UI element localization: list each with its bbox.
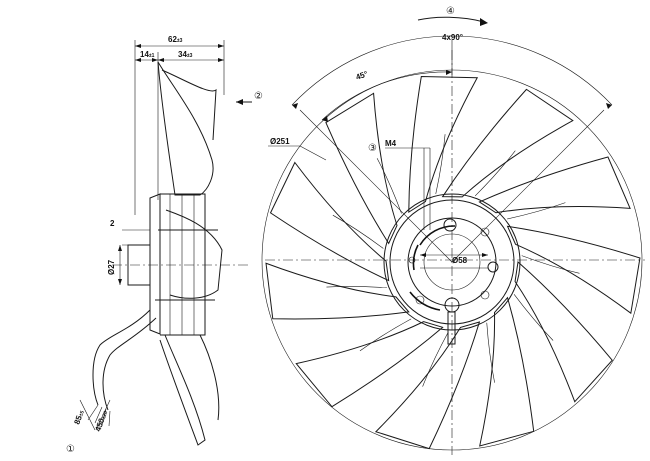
blade-rib bbox=[326, 286, 387, 289]
blade-rib bbox=[486, 322, 495, 383]
fan-blade bbox=[265, 262, 410, 320]
dim-shaft-dia: Ø27 bbox=[107, 259, 116, 275]
fan-blade bbox=[479, 296, 535, 447]
blade-rib bbox=[359, 318, 412, 352]
blade-rib bbox=[422, 331, 449, 387]
front-view bbox=[261, 16, 645, 455]
fan-blade bbox=[506, 225, 641, 315]
blade-rib bbox=[474, 150, 516, 197]
fan-blade bbox=[374, 321, 481, 450]
fan-blade bbox=[408, 76, 479, 214]
blade-rib bbox=[521, 255, 580, 274]
dim-cable-short: 85±5 bbox=[72, 409, 85, 426]
blade-rib bbox=[435, 134, 446, 194]
fan-blade bbox=[478, 156, 631, 214]
front-view-labels: ④ 4x90° 45° Ø251 ③ M4 Ø58 bbox=[270, 6, 468, 265]
dim-thread: M4 bbox=[385, 139, 397, 148]
blade-rib bbox=[513, 294, 554, 341]
dim-depth-total: 62±3 bbox=[168, 35, 183, 44]
dim-fan-dia: Ø251 bbox=[270, 137, 290, 146]
callout-rotation: ④ bbox=[446, 6, 455, 17]
fan-blade bbox=[325, 92, 398, 245]
dim-angle-small: 45° bbox=[355, 69, 369, 82]
blade-rib bbox=[332, 214, 384, 249]
side-view-labels: 62±3 14±1 34±3 2 Ø27 85±5 450±20 ① ② bbox=[66, 35, 263, 455]
fan-blades bbox=[265, 76, 641, 450]
callout-airflow: ② bbox=[254, 91, 263, 102]
fan-blade bbox=[514, 261, 613, 403]
fan-blade bbox=[441, 88, 574, 198]
dim-hub-dia: Ø58 bbox=[452, 256, 468, 265]
dim-depth-blade: 34±3 bbox=[178, 50, 193, 59]
dim-depth-hub: 14±1 bbox=[140, 50, 155, 59]
dim-gap: 2 bbox=[110, 219, 115, 228]
callout-cable: ① bbox=[66, 444, 75, 455]
fan-blade bbox=[295, 321, 444, 408]
callout-mount: ③ bbox=[368, 143, 377, 154]
side-view bbox=[79, 40, 248, 446]
blade-rib bbox=[376, 158, 402, 214]
fan-blade bbox=[269, 161, 390, 282]
dim-angle-big: 4x90° bbox=[442, 33, 463, 42]
dim-cable-long: 450±20 bbox=[93, 409, 109, 433]
blade-rib bbox=[507, 202, 566, 220]
